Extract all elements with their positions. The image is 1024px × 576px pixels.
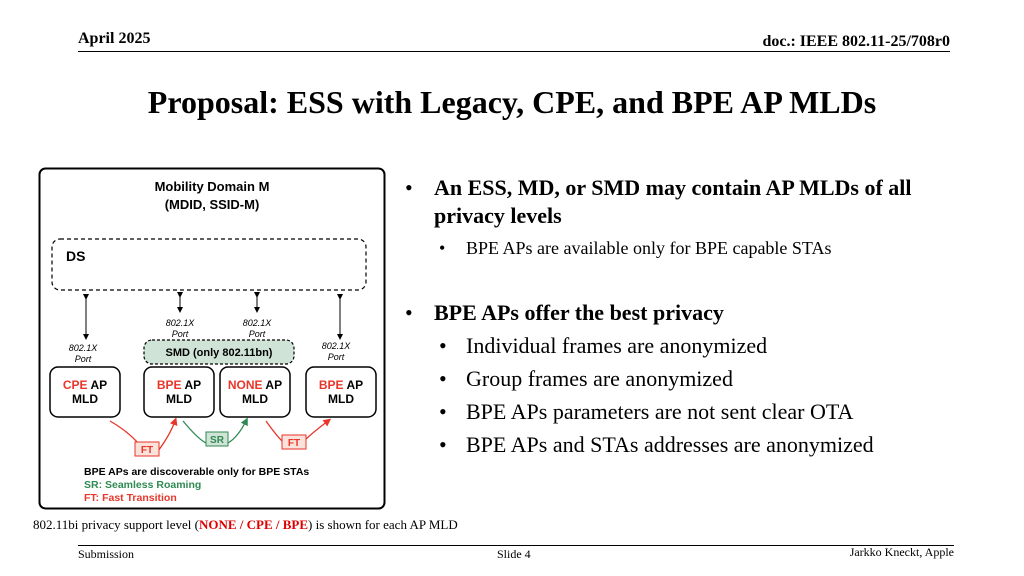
privacy-levels: NONE / CPE / BPE [198, 517, 309, 532]
ap-level-bpe-2: BPE [319, 378, 344, 392]
mobility-domain-ids: (MDID, SSID-M) [165, 197, 260, 212]
ft-badge-left [134, 441, 160, 457]
header-date: April 2025 [78, 30, 151, 47]
port-label-smd1-line1: 802.1X [166, 318, 196, 328]
legend-bpe-discoverable: BPE APs are discoverable only for BPE ST… [84, 466, 309, 478]
legend-ft: FT: Fast Transition [84, 492, 177, 504]
bullet-dot: • [439, 238, 446, 258]
bullet-item: • BPE APs offer the best privacy [405, 299, 985, 327]
port-label-bpe2-line2: Port [328, 352, 345, 362]
sr-arrow [182, 421, 246, 444]
legend-sr: SR: Seamless Roaming [84, 479, 201, 491]
sub-bullet-item: • BPE APs are available only for BPE cap… [405, 236, 985, 260]
port-label-smd2-line1: 802.1X [243, 318, 273, 328]
ft-badge-right [281, 434, 307, 450]
svg-text:MLD: MLD [328, 392, 354, 406]
port-label-cpe-line1: 802.1X [69, 343, 99, 353]
svg-text:BPE AP: BPE AP [157, 378, 201, 392]
bullet-item: • An ESS, MD, or SMD may contain AP MLDs… [405, 174, 985, 230]
bullet-list: • An ESS, MD, or SMD may contain AP MLDs… [405, 174, 985, 459]
ap-level-bpe-1: BPE [157, 378, 182, 392]
ess-diagram: Mobility Domain M (MDID, SSID-M) DS 802.… [38, 167, 386, 510]
sub-bullet-text: BPE APs parameters are not sent clear OT… [466, 399, 854, 424]
ap-box-cpe: CPE AP MLD [49, 366, 121, 418]
footer-submission: Submission [78, 547, 135, 561]
ap-box-bpe-1: BPE AP MLD [143, 366, 215, 418]
mobility-domain-frame [38, 167, 386, 510]
svg-text:MLD: MLD [72, 392, 98, 406]
header-rule [78, 51, 950, 52]
svg-text:CPE AP: CPE AP [63, 378, 107, 392]
bullet-dot: • [405, 175, 413, 200]
port-label-cpe-line2: Port [75, 354, 92, 364]
port-label-bpe2-line1: 802.1X [322, 341, 352, 351]
sub-bullet-text: BPE APs and STAs addresses are anonymize… [466, 432, 874, 457]
svg-text:MLD: MLD [242, 392, 268, 406]
ds-box [51, 238, 367, 291]
ft-label-right: FT [288, 438, 300, 449]
bullet-dot: • [439, 366, 447, 391]
bullet-dot: • [439, 432, 447, 457]
sub-bullet-item: • Group frames are anonymized [405, 365, 985, 393]
ap-level-none: NONE [228, 378, 263, 392]
bullet-dot: • [439, 399, 447, 424]
bullet-text: An ESS, MD, or SMD may contain AP MLDs o… [434, 175, 912, 228]
sub-bullet-item: • BPE APs and STAs addresses are anonymi… [405, 431, 985, 459]
sub-bullet-text: Group frames are anonymized [466, 366, 733, 391]
mobility-domain-title: Mobility Domain M [155, 179, 270, 194]
footer-rule [78, 545, 954, 546]
sub-bullet-text: BPE APs are available only for BPE capab… [466, 238, 832, 258]
sr-badge [205, 431, 229, 447]
sub-bullet-item: • BPE APs parameters are not sent clear … [405, 398, 985, 426]
bullet-dot: • [439, 333, 447, 358]
bullet-dot: • [405, 300, 413, 325]
sub-bullet-item: • Individual frames are anonymized [405, 332, 985, 360]
svg-text:MLD: MLD [166, 392, 192, 406]
bullet-text: BPE APs offer the best privacy [434, 300, 724, 325]
smd-label: SMD (only 802.11bn) [166, 347, 273, 359]
diagram-caption: 802.11bi privacy support level (NONE / C… [33, 517, 458, 532]
ap-box-bpe-2: BPE AP MLD [305, 366, 377, 418]
svg-text:BPE AP: BPE AP [319, 378, 363, 392]
slide-title: Proposal: ESS with Legacy, CPE, and BPE … [147, 84, 877, 120]
ap-box-none: NONE AP MLD [219, 366, 291, 418]
port-label-smd1-line2: Port [172, 329, 189, 339]
sr-label: SR [210, 435, 225, 446]
footer-author: Jarkko Kneckt, Apple [849, 545, 954, 559]
footer-slide-number: Slide 4 [497, 547, 531, 561]
ft-label-left: FT [141, 445, 153, 456]
smd-box [143, 339, 295, 365]
header-doc-id: doc.: IEEE 802.11-25/708r0 [762, 33, 950, 50]
port-label-smd2-line2: Port [249, 329, 266, 339]
sub-bullet-text: Individual frames are anonymized [466, 333, 768, 358]
ft-arrow-left-2 [157, 417, 178, 452]
ap-level-cpe: CPE [63, 378, 88, 392]
svg-text:NONE AP: NONE AP [228, 378, 282, 392]
ds-label: DS [66, 248, 85, 264]
